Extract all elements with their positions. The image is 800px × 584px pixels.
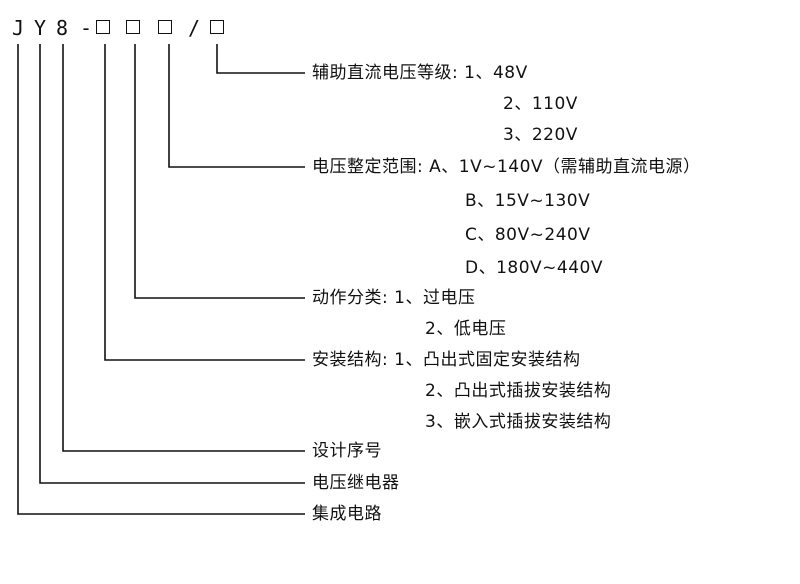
code-box-action	[158, 20, 172, 34]
setting-range-option-d: D、180V~440V	[465, 258, 603, 278]
code-char-y: Y	[34, 16, 47, 40]
setting-range-option-a: A、1V~140V（需辅助直流电源）	[429, 157, 701, 177]
action-option-2: 2、低电压	[425, 319, 507, 339]
voltage-level-option-2: 2、110V	[503, 94, 578, 114]
connector-ic	[17, 44, 305, 515]
ic-label: 集成电路	[312, 504, 382, 524]
voltage-level-option-3: 3、220V	[503, 125, 578, 145]
action-label: 动作分类: 1、过电压	[312, 288, 476, 308]
model-code: J Y 8 - /	[12, 14, 252, 42]
code-box-mounting	[126, 20, 140, 34]
mounting-label: 安装结构: 1、凸出式固定安装结构	[312, 350, 581, 370]
mounting-option-3: 3、嵌入式插拔安装结构	[425, 412, 612, 432]
code-char-j: J	[12, 16, 25, 40]
code-box-voltage	[210, 20, 224, 34]
voltage-level-label: 辅助直流电压等级: 1、48V	[312, 63, 528, 83]
connector-action	[134, 44, 305, 299]
connector-relay	[39, 44, 305, 484]
setting-range-label: 电压整定范围: A、1V~140V（需辅助直流电源）	[312, 157, 701, 177]
setting-range-option-b: B、15V~130V	[465, 191, 591, 211]
code-box-design	[96, 20, 110, 34]
setting-range-option-c: C、80V~240V	[465, 225, 591, 245]
code-char-slash: /	[188, 16, 201, 40]
action-option-1: 1、过电压	[394, 288, 476, 308]
mounting-option-2: 2、凸出式插拔安装结构	[425, 381, 612, 401]
connector-setting-range	[168, 44, 305, 168]
connector-voltage-level	[216, 44, 305, 74]
voltage-level-option-1: 1、48V	[464, 63, 528, 83]
code-char-dash: -	[80, 16, 93, 40]
connector-design-no	[62, 44, 305, 452]
mounting-option-1: 1、凸出式固定安装结构	[394, 350, 581, 370]
relay-label: 电压继电器	[312, 473, 400, 493]
design-no-label: 设计序号	[312, 441, 382, 461]
code-char-8: 8	[56, 16, 69, 40]
connector-mounting	[104, 44, 305, 361]
